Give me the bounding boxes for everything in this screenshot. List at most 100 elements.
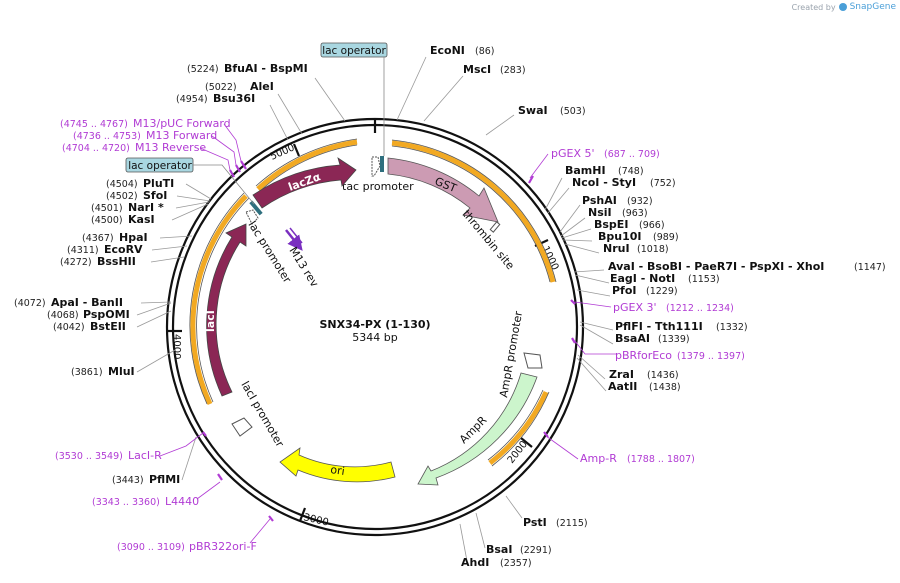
site-pflmi-pos: (3443)	[112, 475, 144, 486]
plasmid-name: SNX34-PX (1-130)	[319, 318, 430, 331]
primer-m13puc-forward: M13/pUC Forward	[133, 117, 231, 130]
primer-labels: (4745 .. 4767) M13/pUC Forward (4736 .. …	[55, 117, 745, 553]
gst-feature	[387, 157, 499, 223]
primer-m13-reverse: M13 Reverse	[135, 141, 206, 154]
site-swai: SwaI	[518, 104, 548, 117]
orf-arcs	[190, 139, 556, 465]
ampr-feature	[417, 372, 538, 486]
lacza-feature	[252, 157, 357, 209]
site-msci: MscI	[463, 63, 491, 76]
laci-promoter-marker	[231, 417, 253, 437]
ampr-promoter-marker	[523, 352, 543, 369]
site-pshai: PshAI	[582, 194, 617, 207]
site-ecorv: EcoRV	[104, 243, 143, 256]
site-bamhi: BamHI	[565, 164, 606, 177]
tick-4000: 4000	[171, 334, 182, 359]
site-kasi-pos: (4500)	[91, 215, 123, 226]
site-nsii: NsiI	[588, 206, 612, 219]
site-psti-pos: (2115)	[556, 518, 588, 529]
site-kasi: KasI	[128, 213, 155, 226]
right-sites: EcoNI (86) MscI (283) SwaI (503) BamHI (…	[430, 44, 886, 569]
site-avai-group-pos: (1147)	[854, 262, 886, 273]
site-zrai-pos: (1436)	[647, 370, 679, 381]
tac-promoter-marker	[371, 156, 381, 177]
lac-operator-box-left: lac operator	[125, 157, 255, 205]
primer-pbrforeco-pos: (1379 .. 1397)	[677, 351, 745, 362]
laci-label: lacI	[204, 310, 217, 332]
site-bsaai-pos: (1339)	[658, 334, 690, 345]
primer-pbr322ori-f: pBR322ori-F	[189, 540, 257, 553]
lac-operator-box-top: lac operator	[320, 42, 388, 156]
primer-pgex3-pos: (1212 .. 1234)	[666, 303, 734, 314]
primer-laci-r-pos: (3530 .. 3549)	[55, 451, 123, 462]
primer-l4440: L4440	[165, 495, 199, 508]
site-bspei: BspEI	[594, 218, 628, 231]
thrombin-site-marker	[489, 221, 501, 233]
site-pluti: PluTI	[143, 177, 174, 190]
primer-l4440-pos: (3343 .. 3360)	[92, 497, 160, 508]
site-msci-pos: (283)	[500, 65, 526, 76]
site-bsteii: BstEII	[90, 320, 126, 333]
site-bsai: BsaI	[486, 543, 512, 556]
site-bsai-pos: (2291)	[520, 545, 552, 556]
left-site-leaders	[136, 77, 346, 481]
site-ahdi: AhdI	[461, 556, 489, 569]
primer-laci-r: LacI-R	[128, 449, 162, 462]
site-bsu36i: Bsu36I	[213, 92, 255, 105]
primer-m13fwd-pos: (4736 .. 4753)	[73, 131, 141, 142]
site-nrui-pos: (1018)	[637, 244, 669, 255]
site-nsii-pos: (963)	[622, 208, 648, 219]
site-econi-pos: (86)	[475, 46, 495, 57]
site-mlui: MluI	[108, 365, 135, 378]
primer-pbr322ori-pos: (3090 .. 3109)	[117, 542, 185, 553]
lac-operator-marker-top	[380, 156, 384, 172]
site-sfoi-pos: (4502)	[106, 191, 138, 202]
site-bsshii: BssHII	[97, 255, 136, 268]
site-ncoi-styi-pos: (752)	[650, 178, 676, 189]
m13-rev-label: M13 rev	[286, 245, 321, 290]
lac-operator-marker-left	[249, 200, 263, 216]
laci-promoter-label: lacI promoter	[238, 379, 286, 450]
site-ecorv-pos: (4311)	[67, 245, 99, 256]
site-ncoi-styi: NcoI - StyI	[572, 176, 636, 189]
site-pluti-pos: (4504)	[106, 179, 138, 190]
site-pflfi-tth111i-pos: (1332)	[716, 322, 748, 333]
site-eagi-noti: EagI - NotI	[610, 272, 675, 285]
site-pspomi-pos: (4068)	[47, 310, 79, 321]
lac-promoter-label: lac promoter	[245, 219, 294, 286]
left-sites: (5224) BfuAI - BspMI (5022) AleI (4954) …	[14, 62, 308, 486]
plasmid-size: 5344 bp	[352, 331, 397, 344]
site-alei-pos: (5022)	[205, 82, 237, 93]
site-hpai: HpaI	[119, 231, 148, 244]
site-bfuai-pos: (5224)	[187, 64, 219, 75]
lac-promoter-marker	[245, 209, 259, 225]
primer-m13rev-pos: (4704 .. 4720)	[62, 143, 130, 154]
site-pflmi: PflMI	[149, 473, 180, 486]
site-bsteii-pos: (4042)	[53, 322, 85, 333]
primer-amp-r: Amp-R	[580, 452, 617, 465]
site-pfoi-pos: (1229)	[646, 286, 678, 297]
site-ahdi-pos: (2357)	[500, 558, 532, 569]
snapgene-credit: Created by SnapGene	[792, 2, 896, 12]
site-mlui-pos: (3861)	[71, 367, 103, 378]
site-hpai-pos: (4367)	[82, 233, 114, 244]
site-nari: NarI *	[128, 201, 164, 214]
site-pshai-pos: (932)	[627, 196, 653, 207]
site-bspei-pos: (966)	[639, 220, 665, 231]
primer-pgex3: pGEX 3'	[613, 301, 657, 314]
ori-feature	[279, 447, 396, 483]
site-bpu10i: Bpu10I	[598, 230, 642, 243]
site-psti: PstI	[523, 516, 547, 529]
site-avai-group: AvaI - BsoBI - PaeR7I - PspXI - XhoI	[608, 260, 824, 273]
site-aatii: AatII	[608, 380, 637, 393]
snapgene-logo-icon	[838, 3, 847, 11]
credit-brand: SnapGene	[849, 2, 896, 12]
primer-pgex5: pGEX 5'	[551, 147, 595, 160]
site-swai-pos: (503)	[560, 106, 586, 117]
site-sfoi: SfoI	[143, 189, 167, 202]
site-zrai: ZraI	[609, 368, 634, 381]
site-alei: AleI	[250, 80, 274, 93]
site-nrui: NruI	[603, 242, 630, 255]
site-bfuai-bspmi: BfuAI - BspMI	[224, 62, 308, 75]
site-nari-pos: (4501)	[91, 203, 123, 214]
